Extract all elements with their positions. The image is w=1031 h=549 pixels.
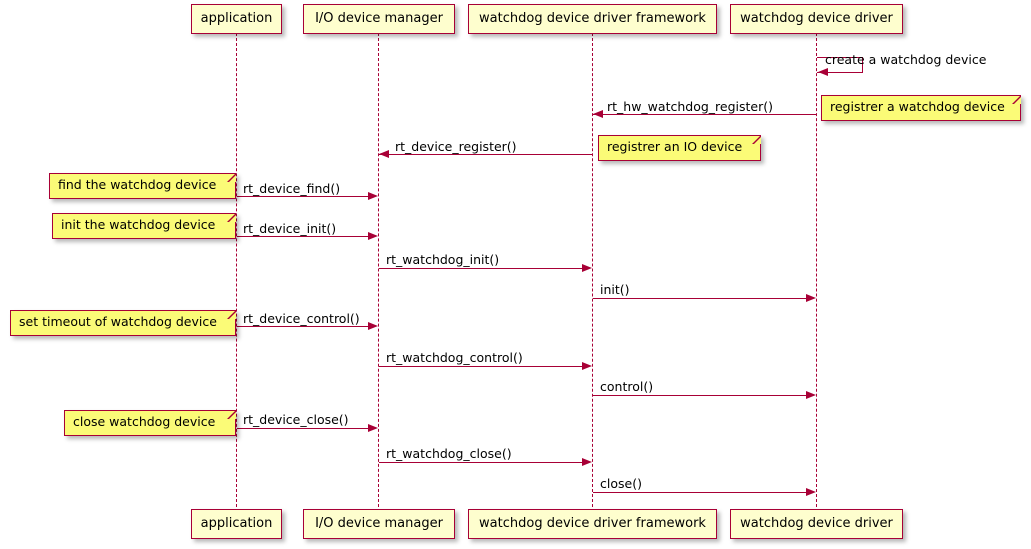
note-text: init the watchdog device — [61, 217, 216, 232]
lifeline-wdt-driver — [816, 33, 817, 507]
participant-wdt-framework-top[interactable]: watchdog device driver framework — [468, 4, 717, 34]
message-line-init — [593, 298, 806, 299]
note-registrer-a-watchdog-device: registrer a watchdog device — [821, 95, 1021, 121]
lifeline-wdt-framework — [592, 33, 593, 507]
note-text: registrer an IO device — [607, 139, 743, 154]
message-label-rt-watchdog-init: rt_watchdog_init() — [386, 252, 500, 267]
arrowhead-m10 — [806, 391, 816, 399]
participant-wdt-driver-bottom[interactable]: watchdog device driver — [730, 509, 903, 539]
note-find-the-watchdog-device: find the watchdog device — [49, 173, 236, 199]
message-line-rt-device-register — [379, 154, 593, 155]
message-line-rt-device-close — [237, 428, 368, 429]
message-label-rt-device-close: rt_device_close() — [243, 412, 349, 427]
participant-application-top[interactable]: application — [191, 4, 282, 34]
arrowhead-m2 — [593, 110, 603, 118]
message-line-rt-watchdog-control — [379, 366, 582, 367]
message-line-close — [593, 492, 806, 493]
note-text: set timeout of watchdog device — [19, 314, 217, 329]
message-label-rt-device-control: rt_device_control() — [243, 311, 360, 326]
arrowhead-m11 — [368, 424, 378, 432]
message-label-rt-watchdog-control: rt_watchdog_control() — [386, 350, 523, 365]
note-dogear-icon — [227, 410, 236, 419]
message-label-init: init() — [600, 282, 630, 297]
arrowhead-m5 — [368, 232, 378, 240]
note-text: registrer a watchdog device — [830, 99, 1005, 114]
note-dogear-icon — [1012, 95, 1021, 104]
lifeline-io-manager — [378, 33, 379, 507]
note-init-the-watchdog-device: init the watchdog device — [52, 213, 236, 239]
arrowhead-m13 — [806, 488, 816, 496]
arrowhead-m8 — [368, 322, 378, 330]
message-label-rt-device-find: rt_device_find() — [243, 181, 341, 196]
self-message-create-watchdog-device — [817, 57, 863, 73]
note-dogear-icon — [752, 135, 761, 144]
arrowhead-m3 — [379, 150, 389, 158]
note-text: close watchdog device — [73, 414, 216, 429]
message-label-close: close() — [600, 476, 642, 491]
note-dogear-icon — [227, 310, 236, 319]
arrowhead-m9 — [582, 362, 592, 370]
message-label-rt-watchdog-close: rt_watchdog_close() — [386, 446, 512, 461]
arrowhead-m4 — [368, 192, 378, 200]
message-label-create-watchdog-device: create a watchdog device — [825, 52, 987, 67]
arrowhead-m12 — [582, 458, 592, 466]
arrowhead-m1 — [818, 68, 828, 76]
participant-io-manager-top[interactable]: I/O device manager — [303, 4, 455, 34]
participant-wdt-driver-top[interactable]: watchdog device driver — [730, 4, 903, 34]
note-registrer-an-io-device: registrer an IO device — [598, 135, 761, 161]
message-line-rt-hw-watchdog-register — [593, 114, 816, 115]
message-label-rt-device-register: rt_device_register() — [395, 139, 517, 154]
message-label-control: control() — [600, 379, 654, 394]
participant-application-bottom[interactable]: application — [191, 509, 282, 539]
message-line-rt-device-control — [237, 326, 368, 327]
note-dogear-icon — [227, 173, 236, 182]
participant-io-manager-bottom[interactable]: I/O device manager — [303, 509, 455, 539]
note-text: find the watchdog device — [58, 177, 217, 192]
note-dogear-icon — [227, 213, 236, 222]
participant-wdt-framework-bottom[interactable]: watchdog device driver framework — [468, 509, 717, 539]
message-label-rt-device-init: rt_device_init() — [243, 221, 337, 236]
message-line-rt-watchdog-close — [379, 462, 582, 463]
message-line-control — [593, 395, 806, 396]
message-line-rt-watchdog-init — [379, 268, 582, 269]
note-set-timeout-of-watchdog-device: set timeout of watchdog device — [10, 310, 236, 336]
arrowhead-m7 — [806, 294, 816, 302]
message-line-rt-device-init — [237, 236, 368, 237]
message-line-rt-device-find — [237, 196, 368, 197]
note-close-watchdog-device: close watchdog device — [64, 410, 236, 436]
message-label-rt-hw-watchdog-register: rt_hw_watchdog_register() — [607, 99, 773, 114]
arrowhead-m6 — [582, 264, 592, 272]
lifeline-application — [236, 33, 237, 507]
